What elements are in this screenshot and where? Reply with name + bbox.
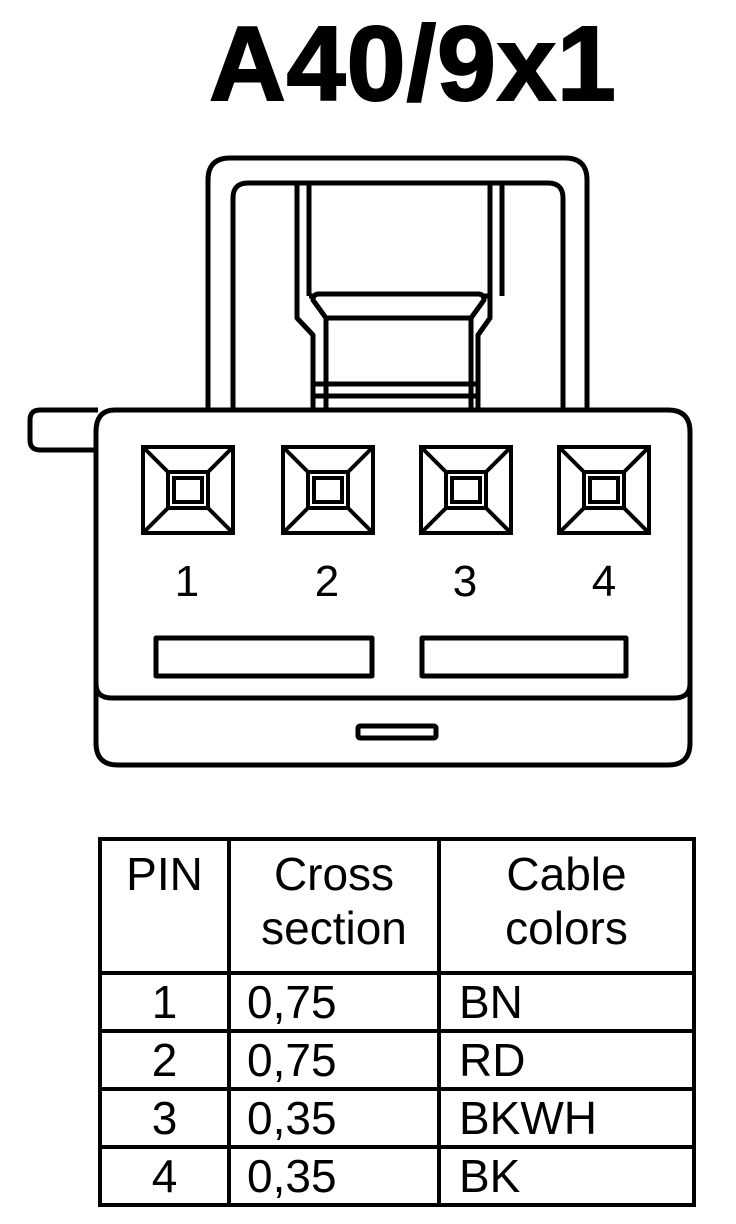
- cell-cross-section: 0,75: [227, 971, 441, 1033]
- pin-label-2: 2: [315, 557, 339, 606]
- cell-cross-section: 0,35: [227, 1145, 441, 1207]
- pin-label-3: 3: [453, 557, 477, 606]
- table-row: 2 0,75 RD: [98, 1029, 696, 1091]
- cell-cable-color: RD: [437, 1029, 696, 1091]
- latch-outer: [205, 155, 590, 410]
- cell-cable-color: BK: [437, 1145, 696, 1207]
- cell-cable-color: BKWH: [437, 1087, 696, 1149]
- connector-body: [93, 407, 693, 768]
- pin-cavity-2: [281, 445, 375, 535]
- pin-label-1: 1: [175, 557, 199, 606]
- table-row: 1 0,75 BN: [98, 971, 696, 1033]
- table-header-row: PIN Cross section Cable colors: [98, 837, 696, 975]
- keying-slot-right: [419, 635, 629, 679]
- cell-pin: 3: [98, 1087, 231, 1149]
- pin-table: PIN Cross section Cable colors 1 0,75 BN…: [98, 837, 696, 1207]
- diagram-title: A40/9x1: [208, 4, 617, 124]
- pin-label-4: 4: [592, 557, 616, 606]
- center-tab: [294, 315, 493, 410]
- header-pin: PIN: [98, 837, 231, 975]
- side-tab: [27, 407, 98, 453]
- pin-cavity-3: [419, 445, 513, 535]
- bottom-slot: [355, 723, 439, 741]
- cell-pin: 4: [98, 1145, 231, 1207]
- header-cable-colors: Cable colors: [437, 837, 696, 975]
- connector-diagram: 1 2 3 4: [27, 155, 693, 768]
- pin-cavity-1: [141, 445, 235, 535]
- cell-pin: 2: [98, 1029, 231, 1091]
- cell-cross-section: 0,75: [227, 1029, 441, 1091]
- header-cross-section: Cross section: [227, 837, 441, 975]
- pin-cavity-4: [557, 445, 651, 535]
- cell-pin: 1: [98, 971, 231, 1033]
- cell-cable-color: BN: [437, 971, 696, 1033]
- table-row: 4 0,35 BK: [98, 1145, 696, 1207]
- cell-cross-section: 0,35: [227, 1087, 441, 1149]
- table-row: 3 0,35 BKWH: [98, 1087, 696, 1149]
- keying-slot-left: [153, 635, 375, 679]
- latch-inner: [230, 180, 566, 410]
